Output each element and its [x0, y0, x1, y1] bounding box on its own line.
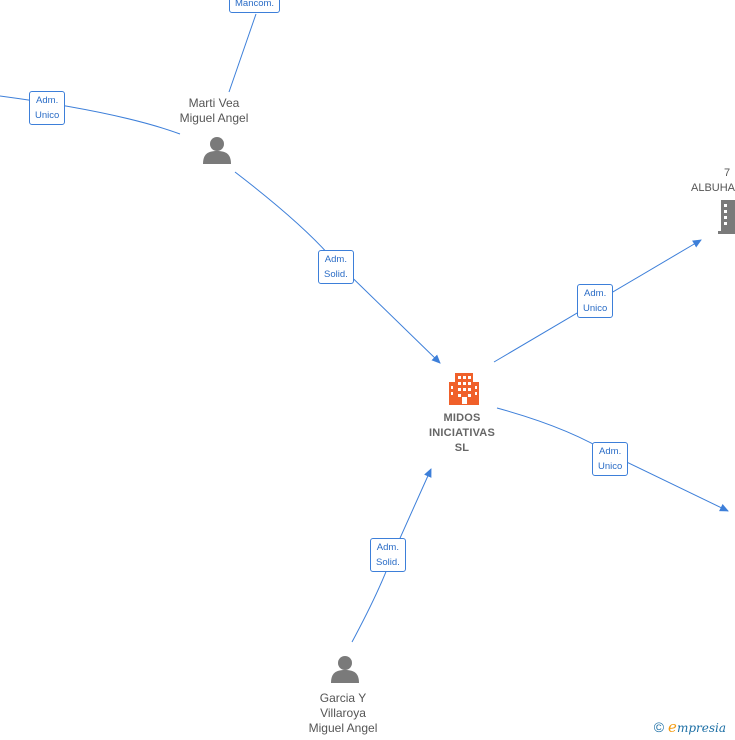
- company-name-line: 7: [724, 167, 731, 179]
- edge-label-mancom: Mancom.: [229, 0, 281, 13]
- edge-label-adm-solid: Adm. Solid.: [370, 538, 406, 572]
- edge-label-adm-unico: Adm. Unico: [29, 91, 66, 125]
- edge-left-to-marti: [0, 95, 181, 135]
- person-name-line: Miguel Angel: [179, 111, 249, 125]
- brand-name: mpresia: [676, 721, 726, 735]
- person-name-line: Marti Vea: [188, 96, 240, 110]
- company-name-line: ALBUHA: [691, 182, 735, 194]
- edge-label-line: Adm.: [376, 542, 399, 553]
- person-name-line: Villaroya: [320, 706, 366, 720]
- edge-label-line: Mancom.: [235, 0, 275, 9]
- edge-label-line: Adm.: [599, 446, 622, 457]
- company-label-albuha[interactable]: 7 ALBUHA: [691, 166, 735, 196]
- edge-label-line: Solid.: [376, 557, 400, 568]
- edge-label-line: Adm.: [584, 288, 607, 299]
- company-name-line: MIDOS: [443, 412, 481, 424]
- edge-label-adm-unico: Adm. Unico: [577, 284, 614, 318]
- person-icon[interactable]: [203, 137, 231, 164]
- company-label-midos[interactable]: MIDOS INICIATIVAS SL: [429, 411, 495, 456]
- edge-label-line: Unico: [583, 303, 608, 314]
- company-name-line: INICIATIVAS: [429, 427, 495, 439]
- edge-label-adm-unico: Adm. Unico: [592, 442, 629, 476]
- edge-label-line: Solid.: [324, 269, 348, 280]
- building-icon[interactable]: [718, 200, 735, 234]
- edge-marti-to-mancom: [228, 13, 257, 93]
- edge-label-line: Adm.: [324, 254, 347, 265]
- edge-label-line: Unico: [598, 461, 623, 472]
- edge-label-line: Adm.: [36, 95, 59, 106]
- edge-label-line: Unico: [35, 110, 60, 121]
- company-name-line: SL: [454, 442, 470, 454]
- person-label-marti[interactable]: Marti Vea Miguel Angel: [180, 96, 249, 126]
- empresia-watermark[interactable]: ©empresia: [654, 718, 726, 736]
- building-icon[interactable]: [449, 373, 479, 405]
- brand-initial: e: [668, 718, 677, 736]
- person-icon[interactable]: [331, 656, 359, 683]
- person-name-line: Miguel Angel: [308, 721, 378, 735]
- copyright-icon: ©: [653, 719, 665, 735]
- person-label-garcia[interactable]: Garcia Y Villaroya Miguel Angel: [309, 691, 378, 736]
- edge-label-adm-solid: Adm. Solid.: [318, 250, 354, 284]
- person-name-line: Garcia Y: [319, 691, 367, 705]
